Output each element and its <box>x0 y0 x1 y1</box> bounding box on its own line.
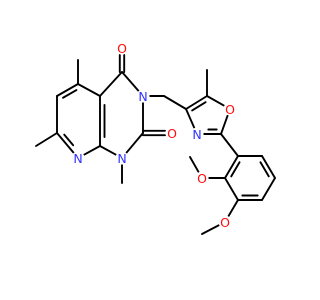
single-bond-Om3-Me3 <box>201 224 220 235</box>
atom-label-background <box>136 89 150 103</box>
single-bond-Om2-Me2 <box>189 156 200 173</box>
single-bond-C2o-A1 <box>220 133 239 157</box>
double-bond-A5-A6 <box>261 155 276 179</box>
oxygen-atom-label: O <box>225 102 235 117</box>
nitrogen-atom-label: N <box>73 151 82 166</box>
single-bond-O1o-C2o <box>220 114 229 135</box>
double-bond-C7-N8-inner <box>63 133 75 147</box>
atom-label-background <box>71 151 85 165</box>
single-bond-C4a-C5 <box>77 83 101 97</box>
double-bond-C7-N8 <box>56 132 75 154</box>
single-bond-C2-N1 <box>125 132 144 154</box>
single-bond-N3o-C4o <box>185 108 196 129</box>
single-bond-N1-C8a <box>99 145 117 156</box>
atom-label-background <box>223 102 237 116</box>
double-bond-A5-A6-inner <box>259 161 270 178</box>
oxygen-atom-label: O <box>167 126 177 141</box>
single-bond-A4-A5 <box>261 177 276 201</box>
nitrogen-atom-label: N <box>117 151 126 166</box>
atom-label-background <box>115 151 129 165</box>
atom-label-background <box>115 41 129 55</box>
single-bond-A2-A3 <box>224 177 239 201</box>
double-bond-A1-A2 <box>224 155 239 179</box>
oxygen-atom-label: O <box>117 41 127 56</box>
oxygen-atom-label: O <box>197 171 207 186</box>
single-bond-N8-C8a <box>83 145 101 156</box>
atom-label-background <box>165 126 179 140</box>
double-bond-C4o-C5o-inner <box>191 101 207 112</box>
atom-label-background <box>190 127 204 141</box>
single-bond-CH2-C4o <box>163 95 187 110</box>
bond-layer <box>35 54 276 235</box>
atom-label-background <box>218 215 232 229</box>
nitrogen-atom-label: N <box>192 127 201 142</box>
atom-label-background <box>195 171 209 185</box>
nitrogen-atom-label: N <box>138 89 147 104</box>
oxygen-atom-label: O <box>220 215 230 230</box>
double-bond-A1-A2-inner <box>230 161 241 178</box>
single-bond-C4-N3 <box>121 71 140 92</box>
single-bond-C5o-O1o <box>206 95 225 107</box>
single-bond-C4a-C4 <box>99 71 123 97</box>
double-bond-C4o-C5o <box>185 95 208 110</box>
single-bond-A3-Om3 <box>227 199 239 217</box>
single-bond-C7-M7 <box>35 132 58 147</box>
double-bond-C5-C6-inner <box>62 89 78 99</box>
double-bond-C5-C6 <box>56 83 79 97</box>
